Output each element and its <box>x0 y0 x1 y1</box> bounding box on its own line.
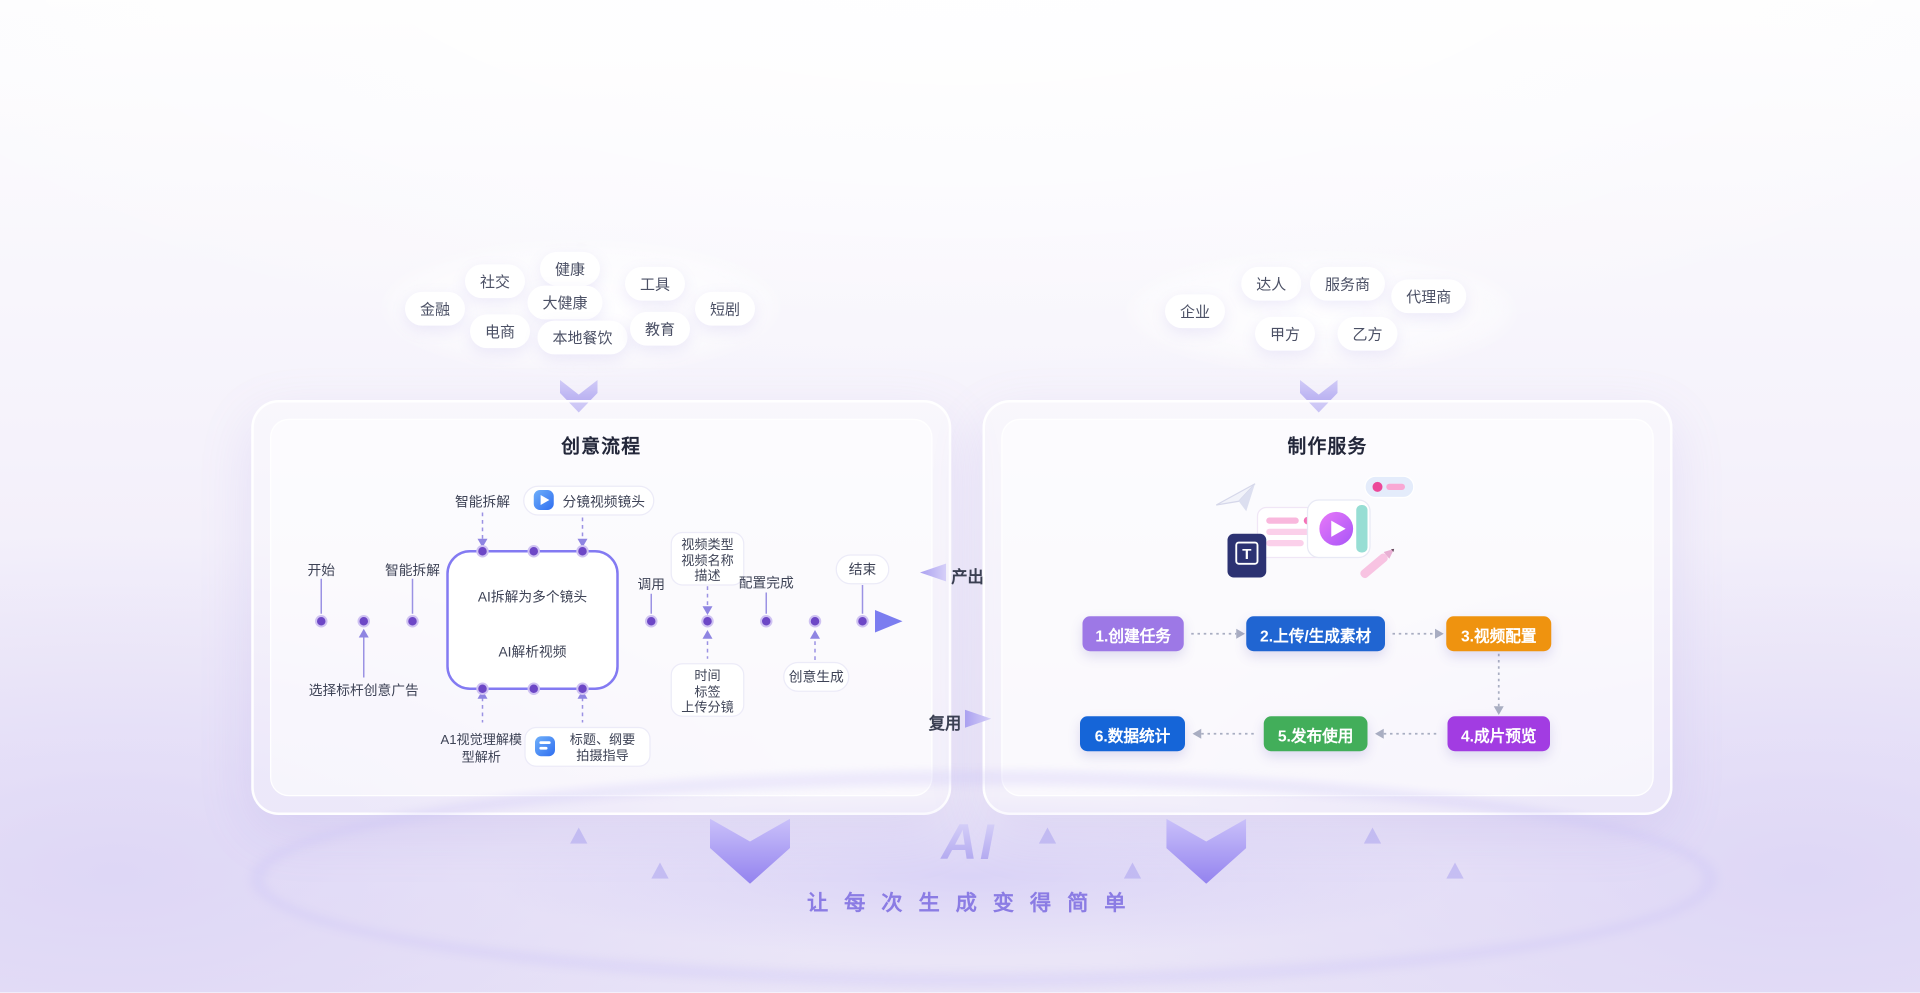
step-arrow-icons <box>1192 628 1504 739</box>
step-preview: 4.成片预览 <box>1447 716 1550 752</box>
flow-label-idea-generated: 创意生成 <box>789 668 844 684</box>
play-card-icon <box>1306 499 1371 559</box>
decor-glow <box>475 795 1463 958</box>
customer-tag: 服务商 <box>1309 266 1386 301</box>
flow-box-top-text: AI拆解为多个镜头 <box>478 588 587 604</box>
flow-label-smart-split-2: 智能拆解 <box>455 494 510 509</box>
flow-label-config-done: 配置完成 <box>739 576 794 591</box>
industry-tag: 大健康 <box>527 285 603 320</box>
step-create-task: 1.创建任务 <box>1082 616 1184 652</box>
timeline-nodes <box>315 544 869 695</box>
industry-tag: 工具 <box>624 266 686 301</box>
customer-tag: 乙方 <box>1337 316 1398 351</box>
slogan: 让 每 次 生 成 变 得 简 单 <box>806 891 1131 915</box>
title-outline-icon <box>535 736 555 757</box>
flow-label-visual-model: A1视觉理解模 <box>440 732 522 747</box>
flow-label-tags: 标签 <box>694 683 720 699</box>
reuse-label: 复用 <box>928 713 962 733</box>
flow-box-bottom-text: AI解析视频 <box>499 644 567 659</box>
flow-label-time: 时间 <box>694 668 720 683</box>
customer-tag: 甲方 <box>1254 316 1316 351</box>
storyboard-icon <box>533 490 554 510</box>
flow-label-storyboard: 分镜视频镜头 <box>562 494 645 509</box>
flow-label-description: 描述 <box>694 568 720 583</box>
industry-tag: 教育 <box>629 311 691 346</box>
text-doc-icon: T <box>1227 533 1267 578</box>
flow-label-select-benchmark: 选择标杆创意广告 <box>309 682 419 698</box>
flow-label-title-outline: 拍摄指导 <box>576 748 628 763</box>
paper-plane-icon <box>1238 483 1255 512</box>
flow-label-smart-split: 智能拆解 <box>385 563 440 578</box>
flow-label-title-outline: 标题、纲要 <box>570 732 636 747</box>
notification-bubble-icon <box>1364 475 1415 499</box>
flow-label-start: 开始 <box>307 563 335 578</box>
flow-label-end: 结束 <box>849 562 877 577</box>
customer-tag: 达人 <box>1241 266 1302 301</box>
customer-tag: 企业 <box>1164 294 1226 329</box>
industry-tag: 社交 <box>464 264 526 299</box>
industry-tag: 短剧 <box>694 291 756 326</box>
pencil-icon <box>1360 548 1395 579</box>
industry-tag: 本地餐饮 <box>537 320 628 355</box>
step-data-stats: 6.数据统计 <box>1080 716 1185 752</box>
text-doc-letter: T <box>1242 546 1251 563</box>
ai-wordmark: AI <box>906 815 1031 871</box>
ai-split-box <box>446 550 619 690</box>
step-video-config: 3.视频配置 <box>1446 616 1552 652</box>
flow-label-video-name: 视频名称 <box>681 553 733 568</box>
label-pills <box>523 485 890 767</box>
flow-label-video-type: 视频类型 <box>681 537 733 552</box>
flow-label-visual-model: 型解析 <box>462 749 501 764</box>
production-service-title: 制作服务 <box>1287 436 1368 458</box>
step-connectors <box>1191 628 1504 739</box>
step-upload-generate-material: 2.上传/生成素材 <box>1246 616 1385 652</box>
timeline-arrow-icon <box>875 610 903 633</box>
customer-tag: 代理商 <box>1391 279 1467 314</box>
step-publish: 5.发布使用 <box>1263 716 1368 752</box>
industry-tag: 电商 <box>469 314 531 349</box>
output-label: 产出 <box>951 567 984 587</box>
industry-tag: 健康 <box>539 251 601 286</box>
creative-flow-title: 创意流程 <box>561 436 642 458</box>
flow-label-invoke: 调用 <box>637 577 665 592</box>
production-illustration: T <box>1215 475 1415 579</box>
industry-tag: 金融 <box>404 291 466 326</box>
flow-label-upload-storyboard: 上传分镜 <box>681 699 733 714</box>
creative-flow-diagram: 开始 智能拆解 选择标杆创意广告 智能拆解 分镜视频镜头 AI拆解为多个镜头 A… <box>291 485 903 767</box>
connector-lines <box>320 578 864 678</box>
